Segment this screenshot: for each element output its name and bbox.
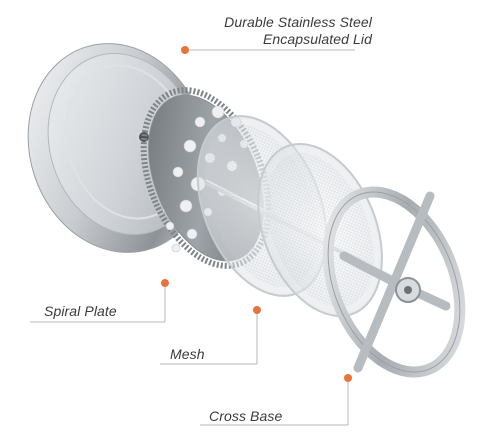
spiral-callout-dot — [161, 279, 169, 287]
spiral-plate-label: Spiral Plate — [44, 303, 117, 319]
mesh-label: Mesh — [170, 346, 205, 362]
mesh-callout-dot — [253, 306, 261, 314]
lid-callout-line1: Durable Stainless Steel — [224, 14, 372, 30]
lid-callout-line2: Encapsulated Lid — [262, 31, 372, 47]
mesh-layer-back — [257, 142, 383, 318]
cross-base-part — [322, 186, 466, 378]
lid-callout-label: Durable Stainless Steel Encapsulated Lid — [224, 14, 372, 48]
cross-base-label: Cross Base — [209, 408, 283, 424]
base-callout-dot — [344, 374, 352, 382]
lid-callout-dot — [181, 46, 189, 54]
callout-leaders — [30, 46, 355, 426]
